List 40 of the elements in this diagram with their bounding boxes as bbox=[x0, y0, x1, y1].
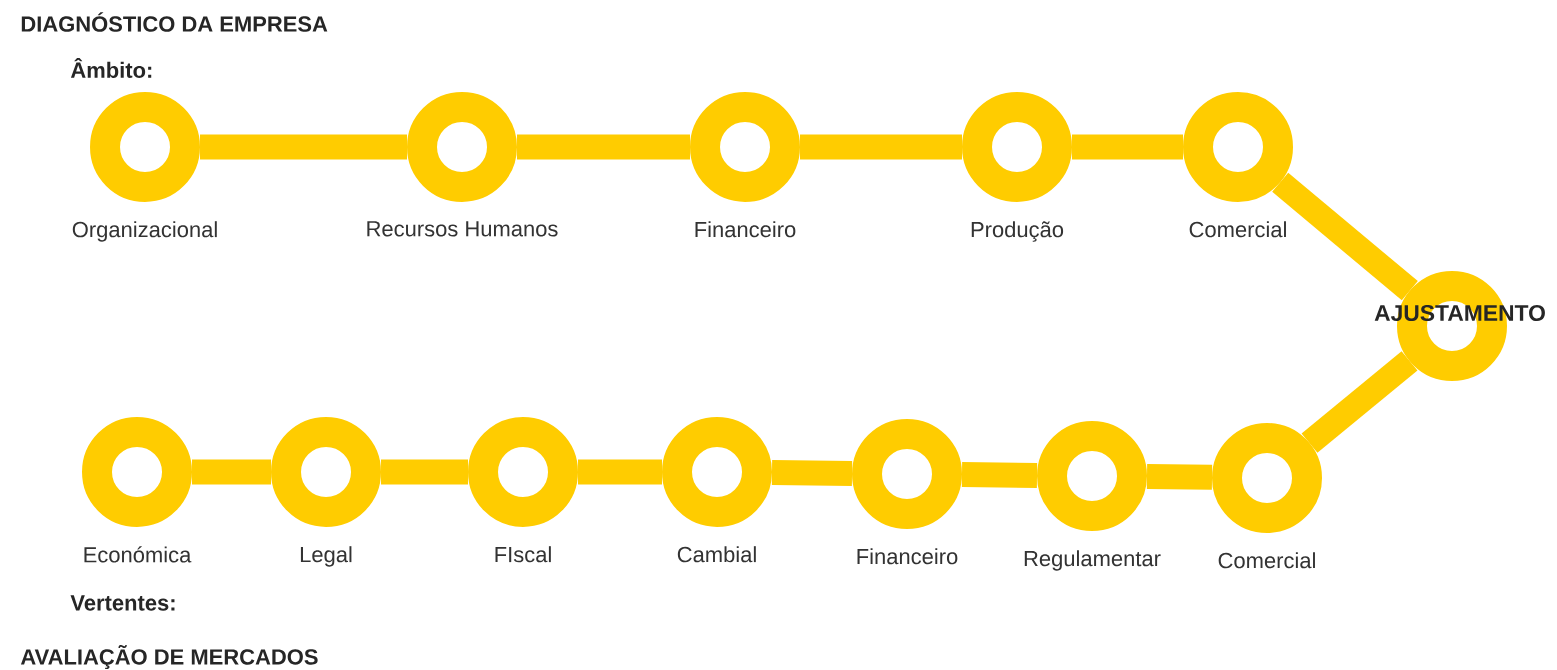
subheading: Vertentes: bbox=[70, 595, 175, 611]
node-label: Cambial bbox=[677, 546, 756, 563]
station-ring: Comercial bbox=[1212, 423, 1322, 569]
node-label: Financeiro bbox=[695, 221, 796, 238]
node-label: Financeiro bbox=[857, 548, 958, 565]
station-ring: Produção bbox=[962, 92, 1072, 242]
station-ring: Financeiro bbox=[852, 419, 962, 565]
subheading: Âmbito: bbox=[70, 58, 152, 78]
station-ring: Recursos Humanos bbox=[367, 92, 558, 237]
node-label: Económica bbox=[84, 546, 192, 563]
section-heading: AVALIAÇÃO DE MERCADOS bbox=[20, 644, 318, 670]
track-line bbox=[1072, 134, 1183, 160]
node-label: Legal bbox=[300, 546, 352, 567]
track-line bbox=[800, 134, 962, 160]
track-line bbox=[517, 134, 690, 160]
station-ring: Financeiro bbox=[690, 92, 800, 238]
track-line bbox=[1272, 172, 1418, 301]
node-label: Regulamentar bbox=[1024, 550, 1161, 571]
track-line bbox=[578, 459, 662, 485]
station-ring: Económica bbox=[82, 417, 192, 563]
track-line bbox=[771, 460, 853, 486]
node-label: Comercial bbox=[1218, 552, 1315, 569]
track-line bbox=[200, 134, 407, 160]
node-label: Recursos Humanos bbox=[367, 221, 558, 237]
track-line bbox=[381, 459, 468, 485]
node-label: Comercial bbox=[1189, 221, 1286, 238]
station-ring: FIscal bbox=[468, 417, 578, 563]
station-ring: Regulamentar bbox=[1024, 421, 1161, 571]
track-line bbox=[961, 462, 1038, 488]
node-label: FIscal bbox=[495, 546, 551, 563]
node-label: Produção bbox=[971, 221, 1064, 242]
track-line bbox=[192, 459, 271, 485]
track-line bbox=[1146, 464, 1213, 490]
node-label: Organizacional bbox=[72, 221, 217, 242]
station-ring: Cambial bbox=[662, 417, 772, 563]
section-heading: DIAGNÓSTICO DA EMPRESA bbox=[21, 12, 328, 32]
station-ring: Comercial bbox=[1183, 92, 1293, 238]
station-ring: Organizacional bbox=[72, 92, 217, 242]
track-line bbox=[1301, 351, 1418, 453]
station-ring: Legal bbox=[271, 417, 381, 567]
